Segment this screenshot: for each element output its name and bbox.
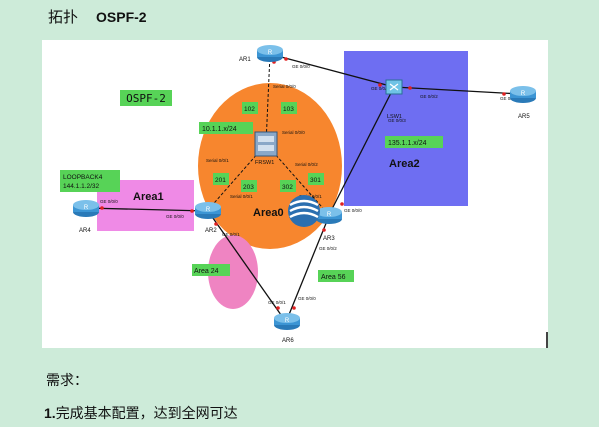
title-cn: 拓扑: [48, 8, 79, 26]
svg-text:R: R: [206, 207, 211, 213]
requirement-item-1: 1.完成基本配置，达到全网可达: [44, 403, 238, 423]
port-fr-s1: Serial 0/0/1: [206, 158, 229, 163]
page-title: 拓扑 OSPF-2: [48, 6, 147, 27]
port-ar2-ge0: GE 0/0/0: [166, 214, 184, 219]
dlci-103: 103: [283, 106, 294, 113]
router-icon: R: [195, 202, 221, 219]
svg-text:R: R: [521, 91, 526, 97]
link-lsw1-ar3: [328, 86, 395, 216]
ar4-name: AR4: [79, 228, 91, 234]
dlci-102: 102: [244, 106, 255, 113]
port-sw-ge1: GE 0/0/1: [371, 86, 389, 91]
dlci-201: 201: [215, 177, 226, 184]
port-ar2-ge1: GE 0/0/1: [222, 232, 240, 237]
port-sw-ge2: GE 0/0/2: [420, 94, 438, 99]
requirements-heading: 需求：: [46, 373, 88, 389]
router-icon: R: [510, 86, 536, 103]
port-ar6-ge1: GE 0/0/1: [268, 300, 286, 305]
port-fr-s2: Serial 0/0/2: [295, 162, 318, 167]
port-ar4-ge: GE 0/0/0: [100, 199, 118, 204]
frsw1-name: FRSW1: [255, 160, 274, 166]
port-sw-ge3: GE 0/0/3: [388, 118, 406, 123]
net-135-label: 135.1.1.x/24: [388, 140, 427, 147]
dlci-301: 301: [310, 177, 321, 184]
area0-label: Area0: [253, 207, 284, 219]
port-ar3-ge0: GE 0/0/0: [344, 208, 362, 213]
link-ar4-ar2: [85, 207, 208, 212]
port-ar1-s: Serial 0/0/0: [273, 84, 296, 89]
net-10-label: 10.1.1.x/24: [202, 126, 237, 133]
switch-icon: [385, 79, 403, 95]
link-ar1-lsw1: [269, 53, 395, 88]
port-ar6-ge0: GE 0/0/0: [298, 296, 316, 301]
port-fr-s0: Serial 0/0/0: [282, 130, 305, 135]
area24-region: [208, 235, 258, 309]
ar6-name: AR6: [282, 338, 294, 344]
link-ar1-frsw1: [265, 53, 271, 145]
router-icon: R: [316, 207, 342, 224]
lsw1-name: LSW1: [387, 114, 402, 120]
router-icon: R: [274, 313, 300, 330]
area2-label: Area2: [389, 158, 420, 170]
dlci-203: 203: [243, 184, 254, 191]
scroll-indicator: [546, 332, 548, 348]
watermark-logo: [288, 195, 320, 227]
frame-relay-switch-icon: [254, 131, 278, 157]
svg-text:R: R: [285, 318, 290, 324]
svg-text:R: R: [327, 212, 332, 218]
link-ar2-ar6: [207, 210, 287, 323]
ar2-name: AR2: [205, 228, 217, 234]
ar1-name: AR1: [239, 57, 251, 63]
port-ar1-ge: GE 0/0/0: [292, 64, 310, 69]
ospf-label: OSPF-2: [126, 92, 166, 105]
router-icon: R: [73, 200, 99, 217]
area24-label: Area 24: [194, 268, 219, 275]
port-ar2-s: Serial 0/0/1: [230, 194, 253, 199]
ar5-name: AR5: [518, 114, 530, 120]
loopback-ip-label: 144.1.1.2/32: [63, 183, 100, 190]
link-ar3-ar6: [285, 215, 330, 323]
area0-region: [198, 83, 342, 249]
requirement-text: 完成基本配置，达到全网可达: [55, 406, 238, 422]
router-icon: R: [257, 45, 283, 62]
ar3-name: AR3: [323, 236, 335, 242]
svg-text:R: R: [268, 50, 273, 56]
area1-label: Area1: [133, 191, 164, 203]
dlci-302: 302: [282, 184, 293, 191]
link-lsw1-ar5: [393, 86, 521, 95]
svg-text:R: R: [84, 205, 89, 211]
port-ar3-ge2: GE 0/0/2: [319, 246, 337, 251]
title-en: OSPF-2: [96, 9, 147, 25]
requirement-number: 1.: [44, 405, 56, 421]
area56-label: Area 56: [321, 274, 346, 281]
topology-diagram: OSPF-2 Area1 Area2 Area0 Area 24 Area 56…: [42, 40, 548, 348]
loopback-label: LOOPBACK4: [63, 174, 103, 181]
area2-region: [344, 51, 468, 206]
port-ar5-ge: GE 0/0/0: [500, 96, 518, 101]
